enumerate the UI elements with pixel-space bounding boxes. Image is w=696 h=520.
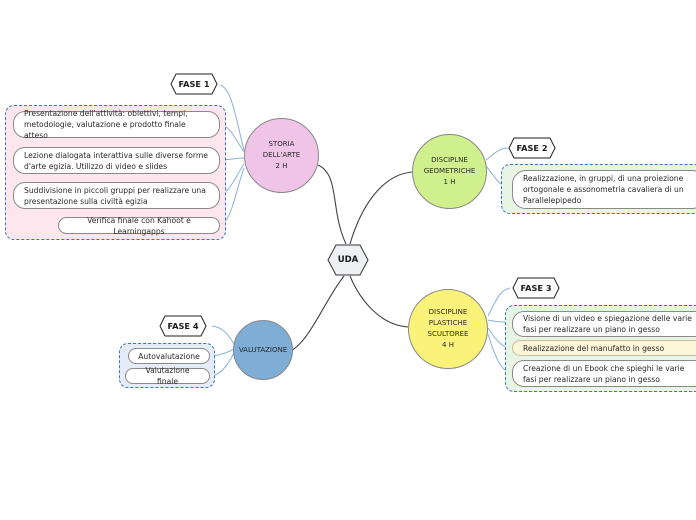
fase-3-label[interactable]: FASE 3	[512, 277, 560, 299]
root-node-shape	[327, 244, 369, 276]
fase-4-shape	[159, 315, 207, 337]
branch-discipline-geometriche[interactable]: DISCIPLNE GEOMETRICHE 1 H	[412, 134, 487, 209]
fase-3-shape	[512, 277, 560, 299]
fase-1-label[interactable]: FASE 1	[170, 73, 218, 95]
link-val-fase	[211, 325, 235, 345]
link-uda-plastiche	[349, 275, 409, 328]
link-plast-fase	[487, 287, 511, 317]
fase-2-label[interactable]: FASE 2	[508, 137, 556, 159]
link-val-item2	[211, 352, 235, 377]
branch-storia-dell-arte[interactable]: STORIA DELL'ARTE 2 H	[244, 118, 319, 193]
geometriche-item-realizzazione[interactable]: Realizzazione, in gruppi, di una proiezi…	[512, 170, 696, 209]
link-uda-valutazione	[291, 275, 345, 351]
link-geo-fase	[485, 147, 509, 161]
valutazione-item-finale[interactable]: Valutazione finale	[125, 366, 210, 386]
link-val-item1	[211, 348, 235, 357]
link-uda-storia	[317, 164, 347, 245]
link-storia-fase	[219, 84, 245, 151]
fase-4-label[interactable]: FASE 4	[159, 315, 207, 337]
plastiche-item-ebook[interactable]: Creazione di un Ebook che spieghi le var…	[512, 360, 696, 387]
storia-item-presentazione[interactable]: Presentazione dell'attività: obiettivi, …	[13, 109, 220, 140]
root-node-uda[interactable]: UDA	[327, 244, 369, 276]
storia-item-suddivisione[interactable]: Suddivisione in piccoli gruppi per reali…	[13, 182, 220, 209]
storia-item-lezione[interactable]: Lezione dialogata interattiva sulle dive…	[13, 147, 220, 174]
valutazione-item-autovalutazione[interactable]: Autovalutazione	[128, 348, 210, 364]
branch-discipline-plastiche[interactable]: DISCIPLINE PLASTICHE SCULTOREE 4 H	[408, 289, 488, 369]
fase-2-shape	[508, 137, 556, 159]
branch-valutazione[interactable]: VALUTAZIONE	[233, 320, 293, 380]
fase-1-shape	[170, 73, 218, 95]
storia-item-verifica[interactable]: Verifica finale con Kahoot e Learningapp…	[58, 216, 220, 236]
link-uda-geometriche	[349, 171, 413, 245]
plastiche-item-visione[interactable]: Visione di un video e spiegazione delle …	[512, 311, 696, 337]
plastiche-item-realizzazione[interactable]: Realizzazione del manufatto in gesso	[512, 340, 696, 356]
